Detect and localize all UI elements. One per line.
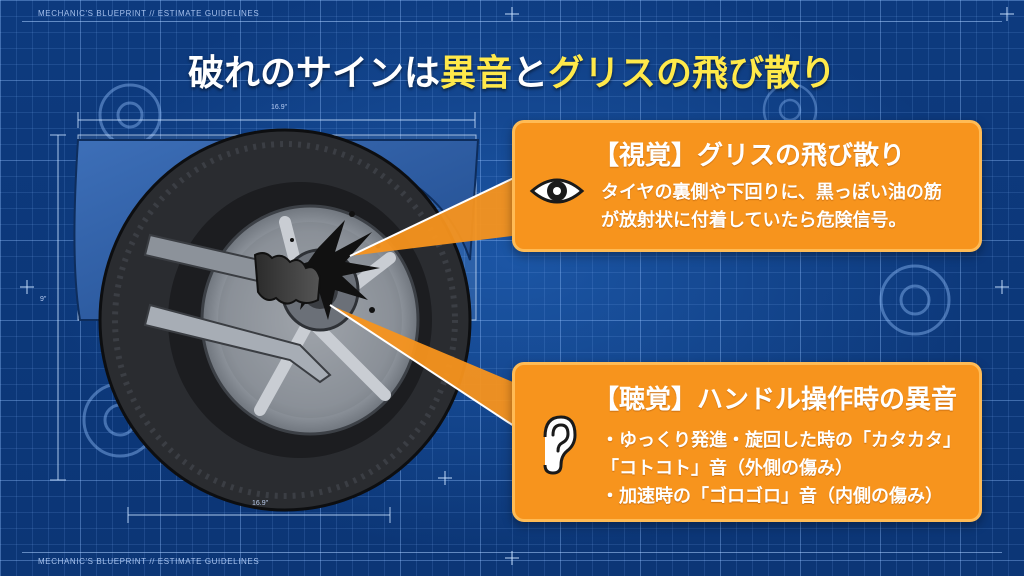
callout-line: ・加速時の「ゴロゴロ」音（内側の傷み） (601, 486, 943, 507)
visual-callout-body: タイヤの裏側や下回りに、黒っぽい油の筋 が放射状に付着していたら危険信号。 (601, 179, 942, 235)
crosshair-icon (20, 7, 1014, 565)
drive-shaft (143, 233, 322, 305)
callout-line: ・ゆっくり発進・旋回した時の「カタカタ」 (601, 430, 961, 451)
suspension-arm (143, 303, 332, 384)
callout-line: が放射状に付着していたら危険信号。 (601, 210, 907, 231)
callout-line: 「コトコト」音（外側の傷み） (601, 458, 853, 479)
title-part: 破れのサインは (187, 53, 440, 94)
title-highlight: 異音 (439, 53, 512, 94)
page-title: 破れのサインは異音とグリスの飛び散り (0, 44, 1024, 96)
ear-icon (543, 415, 577, 475)
title-part: と (512, 53, 549, 94)
auditory-callout: 【聴覚】ハンドル操作時の異音 ・ゆっくり発進・旋回した時の「カタカタ」 「コトコ… (512, 362, 982, 522)
dimension-label-bottom: 16.9" (252, 500, 269, 507)
header-tag: MECHANIC'S BLUEPRINT // ESTIMATE GUIDELI… (38, 9, 260, 18)
auditory-callout-body: ・ゆっくり発進・旋回した時の「カタカタ」 「コトコト」音（外側の傷み） ・加速時… (601, 427, 961, 511)
eye-icon (529, 178, 585, 204)
visual-callout-heading: 【視覚】グリスの飛び散り (593, 141, 906, 171)
frame-top-line (22, 21, 1002, 22)
cv-boot (253, 252, 322, 305)
auditory-callout-heading: 【聴覚】ハンドル操作時の異音 (593, 385, 958, 415)
dimension-label-side: 9" (40, 296, 47, 303)
dimension-label-top: 16.9" (271, 104, 288, 111)
dimension-lines (50, 112, 476, 523)
gear-icon (879, 264, 951, 336)
visual-callout: 【視覚】グリスの飛び散り タイヤの裏側や下回りに、黒っぽい油の筋 が放射状に付着… (512, 120, 982, 252)
footer-tag: MECHANIC'S BLUEPRINT // ESTIMATE GUIDELI… (38, 557, 260, 566)
callout-line: タイヤの裏側や下回りに、黒っぽい油の筋 (601, 182, 942, 203)
title-highlight: グリスの飛び散り (548, 53, 837, 94)
